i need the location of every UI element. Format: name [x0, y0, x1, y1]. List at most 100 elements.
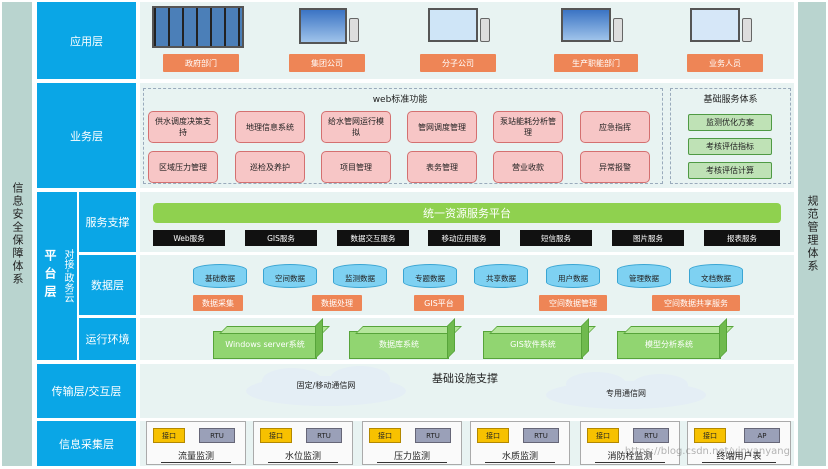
cloud-icon	[330, 366, 390, 392]
computer-icon	[690, 8, 740, 42]
port-icon: 接口	[260, 428, 292, 443]
cloud-icon	[566, 372, 626, 396]
web-function-box: 给水管网运行模拟	[321, 111, 391, 143]
resource-platform-bar: 统一资源服务平台	[153, 203, 781, 223]
phone-icon	[480, 18, 490, 42]
web-function-box: 供水调度决策支持	[148, 111, 218, 143]
data-process-box: 空间数据共享服务	[652, 295, 740, 311]
web-function-box: 表务管理	[407, 151, 477, 183]
web-function-box: 项目管理	[321, 151, 391, 183]
acquisition-item: 接口 RTU 消防栓监测	[580, 421, 680, 465]
runtime-env-box: Windows server系统	[213, 331, 317, 359]
phone-icon	[349, 18, 359, 42]
acquisition-name: 水质监测	[485, 449, 555, 463]
database-cylinder: 文档数据	[689, 264, 743, 288]
data-process-box: 空间数据管理	[539, 295, 607, 311]
base-service-box: 考核评估指标	[688, 138, 772, 155]
web-functions-title: web标准功能	[372, 95, 428, 105]
database-cylinder: 共享数据	[474, 264, 528, 288]
port-icon: 接口	[477, 428, 509, 443]
layer-transport: 传输层/交互层	[37, 364, 137, 418]
acquisition-item: 接口 RTU 水质监测	[470, 421, 570, 465]
app-user-box: 政府部门	[163, 54, 239, 72]
ap-icon: AP	[744, 428, 780, 443]
data-process-box: 数据处理	[312, 295, 362, 311]
management-system-bar: 规范管理体系	[798, 2, 826, 466]
phone-icon	[613, 18, 623, 42]
runtime-env-box: 模型分析系统	[617, 331, 721, 359]
acquisition-item: 接口 AP 终端用户表	[687, 421, 791, 465]
layer-business: 业务层	[37, 83, 137, 188]
database-cylinder: 基础数据	[193, 264, 247, 288]
acquisition-name: 压力监测	[377, 449, 447, 463]
security-system-bar: 信息安全保障体系	[2, 2, 32, 466]
database-cylinder: 用户数据	[546, 264, 600, 288]
app-user-box: 集团公司	[289, 54, 365, 72]
data-process-box: 数据采集	[193, 295, 243, 311]
web-function-box: 管网调度管理	[407, 111, 477, 143]
acquisition-name: 终端用户表	[702, 449, 776, 463]
network-label: 固定/移动通信网	[296, 381, 356, 390]
app-user-box: 业务人员	[687, 54, 763, 72]
acquisition-name: 水位监测	[268, 449, 338, 463]
database-cylinder: 空间数据	[263, 264, 317, 288]
web-function-box: 应急指挥	[580, 111, 650, 143]
base-services-title: 基础服务体系	[703, 95, 758, 105]
port-icon: 接口	[587, 428, 619, 443]
acquisition-name: 消防栓监测	[595, 449, 665, 463]
phone-icon	[742, 18, 752, 42]
layer-gov-cloud: 对接-政务云	[58, 192, 78, 360]
service-item: 短信服务	[520, 230, 592, 246]
port-icon: 接口	[153, 428, 185, 443]
service-item: 数据交互服务	[337, 230, 409, 246]
layer-runtime: 运行环境	[79, 318, 137, 360]
acquisition-item: 接口 RTU 水位监测	[253, 421, 353, 465]
web-functions-frame	[143, 88, 663, 184]
port-icon: 接口	[369, 428, 401, 443]
database-cylinder: 专题数据	[403, 264, 457, 288]
web-function-box: 地理信息系统	[235, 111, 305, 143]
web-function-box: 区域压力管理	[148, 151, 218, 183]
app-user-box: 生产职能部门	[554, 54, 638, 72]
acquisition-panel	[140, 421, 794, 466]
rtu-icon: RTU	[523, 428, 559, 443]
runtime-env-box: GIS软件系统	[483, 331, 583, 359]
port-icon: 接口	[694, 428, 726, 443]
data-process-box: GIS平台	[414, 295, 464, 311]
layer-service: 服务支撑	[79, 192, 137, 252]
acquisition-item: 接口 RTU 压力监测	[362, 421, 462, 465]
cloud-icon	[632, 374, 688, 396]
service-item: 图片服务	[612, 230, 684, 246]
service-item: Web服务	[153, 230, 225, 246]
watermark: https://blog.csdn.net/yinyanyang	[624, 446, 790, 457]
database-cylinder: 监测数据	[333, 264, 387, 288]
base-service-box: 监测优化方案	[688, 114, 772, 131]
network-label: 专用通信网	[606, 389, 646, 398]
service-item: 移动应用服务	[428, 230, 500, 246]
service-item: GIS服务	[245, 230, 317, 246]
acquisition-name: 流量监测	[161, 449, 231, 463]
service-item: 报表服务	[704, 230, 780, 246]
layer-acquisition: 信息采集层	[37, 421, 137, 466]
cloud-icon	[262, 368, 322, 394]
rtu-icon: RTU	[306, 428, 342, 443]
video-wall-icon	[152, 6, 244, 48]
screen-icon	[299, 8, 347, 44]
rtu-icon: RTU	[415, 428, 451, 443]
runtime-env-box: 数据库系统	[349, 331, 449, 359]
web-function-box: 泵站能耗分析管理	[493, 111, 563, 143]
rtu-icon: RTU	[199, 428, 235, 443]
computer-icon	[428, 8, 478, 42]
web-function-box: 营业收款	[493, 151, 563, 183]
infrastructure-label: 基础设施支撑	[432, 372, 498, 385]
layer-app: 应用层	[37, 2, 137, 79]
web-function-box: 巡检及养护	[235, 151, 305, 183]
acquisition-item: 接口 RTU 流量监测	[146, 421, 246, 465]
base-services-frame	[670, 88, 791, 184]
base-service-box: 考核评估计算	[688, 162, 772, 179]
layer-data: 数据层	[79, 255, 137, 315]
database-cylinder: 管理数据	[617, 264, 671, 288]
computer-icon	[561, 8, 611, 42]
rtu-icon: RTU	[633, 428, 669, 443]
app-user-box: 分子公司	[420, 54, 496, 72]
